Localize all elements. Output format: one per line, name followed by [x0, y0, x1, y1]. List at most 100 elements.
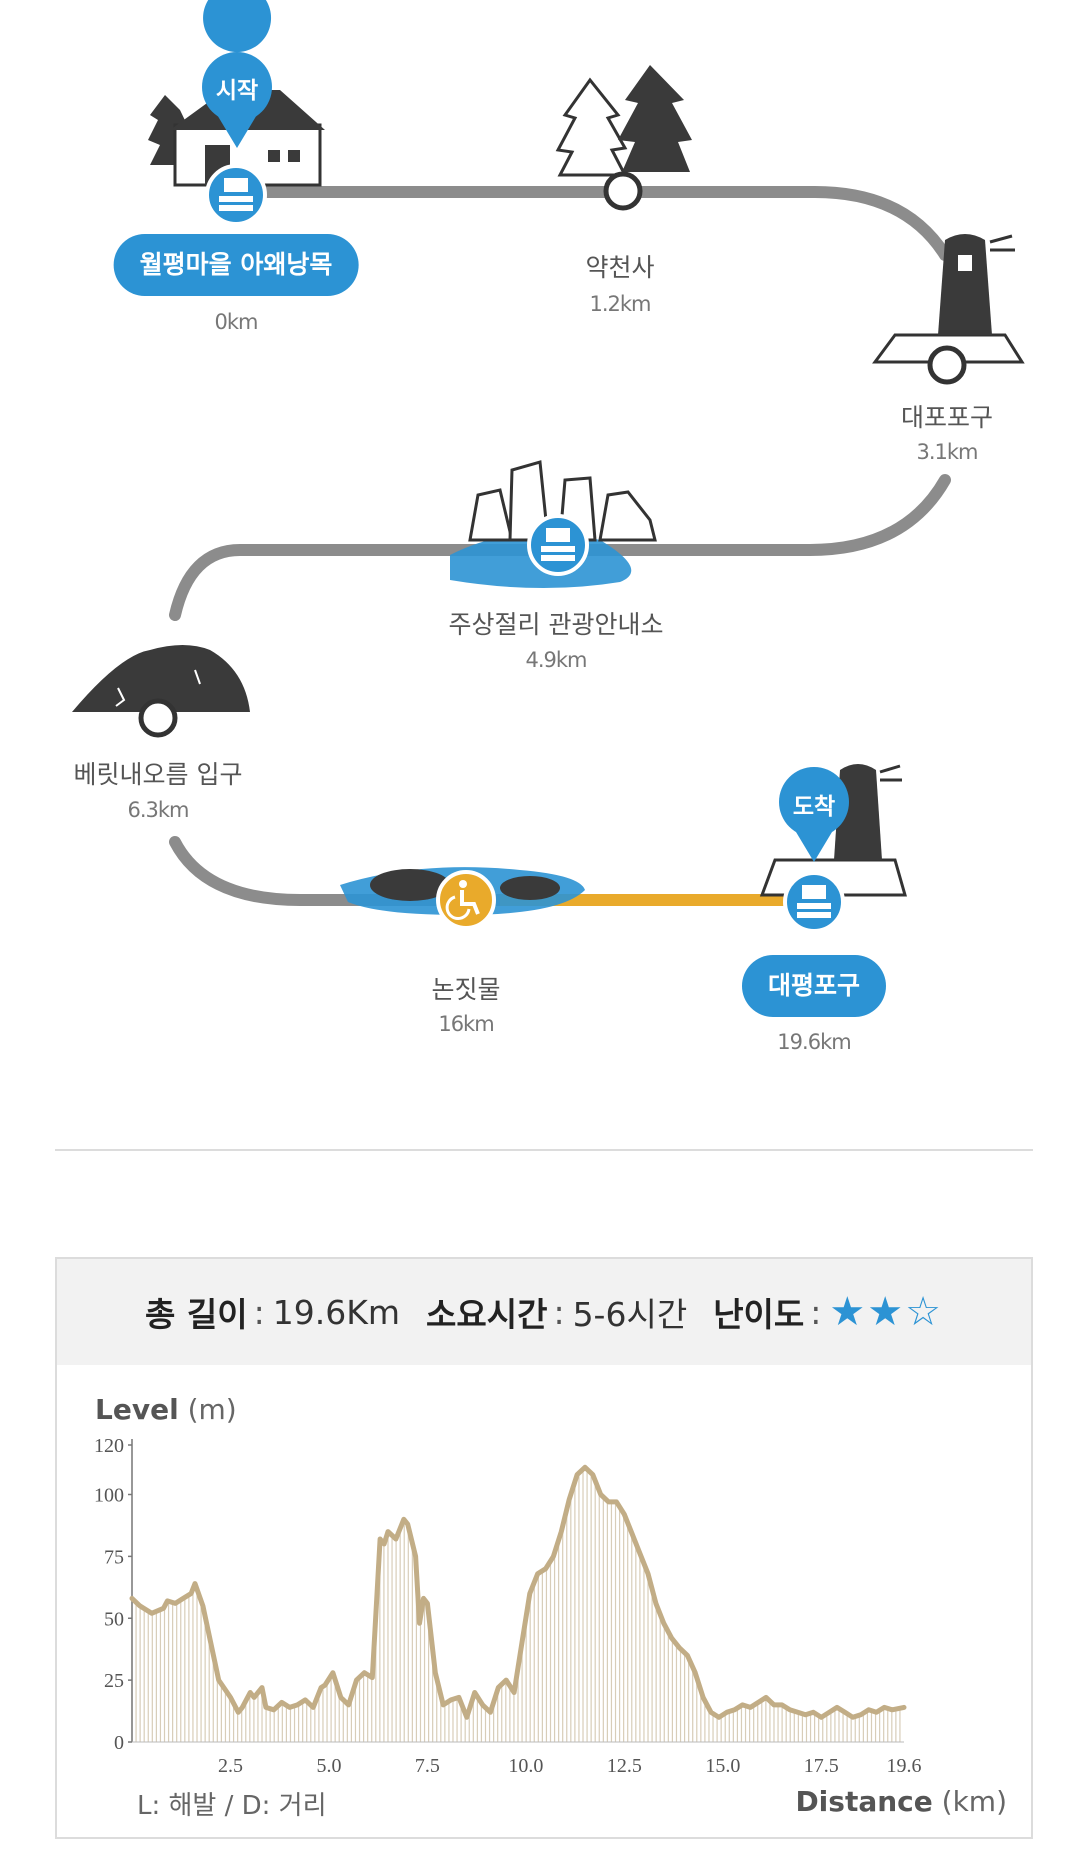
data-point — [576, 1474, 578, 1476]
data-point — [131, 1597, 133, 1599]
stop-marker-1 — [603, 171, 643, 211]
stop-5-name: 논짓물 — [431, 975, 501, 1004]
stop-6-name[interactable]: 대평포구 — [741, 955, 887, 1017]
data-point — [229, 1696, 231, 1698]
data-point — [639, 1553, 641, 1555]
data-point — [482, 1704, 484, 1706]
length-colon: : — [253, 1292, 265, 1332]
y-tick-label: 0 — [114, 1732, 124, 1754]
data-point — [765, 1696, 767, 1698]
stop-3-distance: 4.9km — [525, 648, 587, 672]
data-point — [489, 1711, 491, 1713]
data-point — [458, 1696, 460, 1698]
time-colon: : — [553, 1292, 565, 1332]
stop-4-distance: 6.3km — [127, 798, 189, 822]
data-point — [466, 1716, 468, 1718]
data-point — [442, 1704, 444, 1706]
end-pin-label: 도착 — [792, 794, 836, 820]
data-point — [647, 1573, 649, 1575]
length-label: 총 길이 — [145, 1295, 248, 1334]
data-point — [407, 1523, 409, 1525]
data-point — [383, 1543, 385, 1545]
data-point — [584, 1466, 586, 1468]
elevation-profile-line — [129, 1464, 907, 1720]
data-point — [241, 1706, 243, 1708]
time-value: 5-6시간 — [572, 1295, 688, 1334]
data-point — [560, 1531, 562, 1533]
data-point — [190, 1593, 192, 1594]
data-point — [552, 1555, 554, 1557]
data-point — [805, 1714, 807, 1716]
data-point — [671, 1637, 673, 1639]
x-axis-title: Distance (km) — [795, 1785, 1007, 1818]
data-point — [419, 1622, 421, 1624]
data-point — [655, 1602, 657, 1604]
stop-4-name: 베릿내오름 입구 — [73, 760, 243, 789]
data-point — [592, 1474, 594, 1476]
y-axis-unit: (m) — [178, 1393, 237, 1426]
difficulty-colon: : — [810, 1292, 822, 1332]
tree-illustration — [555, 65, 692, 177]
stop-6-distance: 19.6km — [777, 1030, 851, 1054]
data-point — [749, 1706, 751, 1708]
data-point — [694, 1672, 696, 1674]
stamp-marker-4 — [527, 514, 589, 576]
data-point — [702, 1696, 704, 1698]
data-point — [663, 1622, 665, 1624]
data-point — [320, 1687, 322, 1689]
x-tick-label: 2.5 — [218, 1755, 243, 1777]
data-point — [631, 1533, 633, 1535]
difficulty-label: 난이도 — [713, 1295, 805, 1334]
data-point — [356, 1679, 358, 1681]
route-map-svg — [72, 0, 1025, 933]
data-point — [529, 1593, 531, 1594]
stop-1-name: 약천사 — [585, 253, 655, 282]
data-point — [194, 1583, 196, 1585]
data-point — [568, 1498, 570, 1500]
data-point — [253, 1696, 255, 1698]
x-axis-title-text: Distance — [795, 1785, 933, 1818]
y-tick-label: 50 — [104, 1608, 124, 1630]
data-point — [332, 1672, 334, 1674]
stop-0-name[interactable]: 월평마을 아왜낭목 — [113, 234, 359, 296]
wheelchair-accessible-icon — [436, 870, 496, 930]
x-axis-unit: (km) — [932, 1785, 1007, 1818]
data-point — [537, 1573, 539, 1575]
data-point — [497, 1687, 499, 1689]
x-tick-label: 17.5 — [804, 1755, 839, 1777]
data-point — [450, 1699, 452, 1701]
end-pin-icon — [779, 767, 849, 862]
data-point — [852, 1716, 854, 1718]
data-point — [781, 1704, 783, 1706]
data-point — [903, 1706, 905, 1708]
data-point — [415, 1555, 417, 1557]
stop-0-distance: 0km — [214, 310, 259, 334]
data-point — [324, 1684, 326, 1686]
stop-5-distance: 16km — [438, 1012, 494, 1036]
length-value: 19.6Km — [272, 1292, 400, 1332]
stop-2-distance: 3.1km — [916, 440, 978, 464]
data-point — [686, 1654, 688, 1656]
x-tick-label: 15.0 — [705, 1755, 740, 1777]
data-point — [395, 1538, 397, 1540]
data-point — [434, 1672, 436, 1674]
x-tick-label: 19.6 — [887, 1755, 922, 1777]
data-point — [202, 1605, 204, 1607]
data-point — [891, 1709, 893, 1711]
time-label: 소요시간 — [425, 1295, 548, 1334]
y-tick-label: 120 — [94, 1435, 124, 1457]
data-point — [615, 1501, 617, 1503]
data-point — [210, 1642, 212, 1644]
route-path — [169, 186, 951, 906]
mountain-illustration — [72, 645, 250, 712]
data-point — [726, 1711, 728, 1713]
start-pin-label: 시작 — [215, 78, 259, 104]
data-point — [289, 1706, 291, 1708]
data-point — [710, 1711, 712, 1713]
data-point — [860, 1714, 862, 1716]
data-point — [812, 1711, 814, 1713]
data-point — [474, 1692, 476, 1693]
data-point — [261, 1687, 263, 1689]
